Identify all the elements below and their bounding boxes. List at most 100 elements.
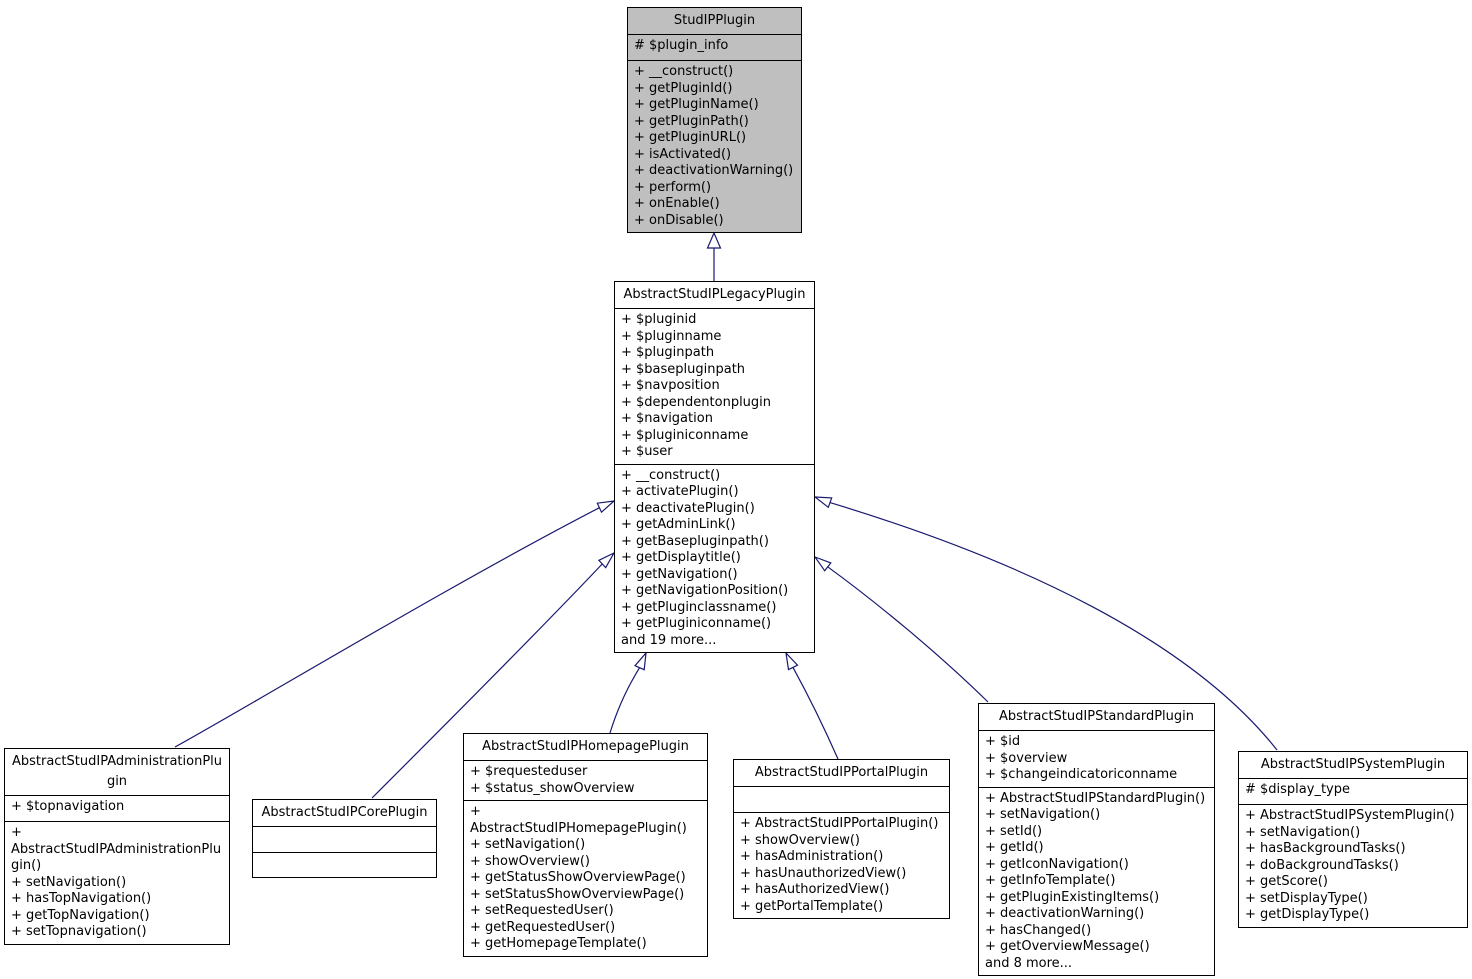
member-label: + AbstractStudIPPortalPlugin() (740, 816, 939, 831)
member-label: + setNavigation() (11, 874, 127, 890)
member-label: + $pluginid (621, 312, 697, 327)
class-box-abstractstudipsystemplugin[interactable]: AbstractStudIPSystemPlugin # $display_ty… (1238, 751, 1468, 928)
class-title-studipplugin[interactable]: StudIPPlugin (628, 8, 801, 35)
member-label: + getDisplaytitle() (621, 550, 741, 565)
member-label: + setDisplayType() (1245, 890, 1368, 906)
member-label: + setNavigation() (985, 807, 1101, 822)
class-methods-studipplugin: + __construct()+ getPluginId()+ getPlugi… (628, 60, 801, 232)
member-label: + deactivationWarning() (634, 163, 794, 178)
member-label: + __construct() (634, 64, 734, 79)
member-label: + getPluginclassname() (621, 599, 777, 615)
member-label: + getScore() (1245, 874, 1328, 889)
class-attributes-abstractstudipstandardplugin: + $id+ $overview+ $changeindicatoriconna… (979, 731, 1214, 787)
class-attributes-abstractstudipportalplugin (734, 787, 949, 812)
class-title-abstractstudipportalplugin[interactable]: AbstractStudIPPortalPlugin (734, 760, 949, 787)
class-title-abstractstudiplegacyplugin[interactable]: AbstractStudIPLegacyPlugin (615, 282, 814, 309)
inheritance-arrow-core-to-legacy (371, 551, 616, 799)
class-attributes-abstractstudiplegacyplugin: + $pluginid+ $pluginname+ $pluginpath+ $… (615, 309, 814, 464)
member-label: + getPluginURL() (634, 130, 747, 145)
member-label: + AbstractStudIPAdministrationPlugin() (11, 825, 222, 873)
member-label: + $changeindicatoriconname (985, 767, 1178, 782)
class-box-abstractstudiplegacyplugin[interactable]: AbstractStudIPLegacyPlugin + $pluginid+ … (614, 281, 815, 653)
member-label: + setStatusShowOverviewPage() (470, 886, 685, 902)
member-label: + $pluginpath (621, 345, 715, 360)
member-label: + getRequestedUser() (470, 919, 616, 935)
member-label: + $overview (985, 750, 1068, 766)
member-label: + $dependentonplugin (621, 394, 772, 410)
member-label: + getOverviewMessage() (985, 939, 1150, 954)
member-label: + __construct() (621, 467, 721, 483)
member-label: + getPluginName() (634, 97, 759, 112)
member-label: + AbstractStudIPStandardPlugin() (985, 790, 1206, 806)
member-label: + getDisplayType() (1245, 907, 1370, 922)
member-label: + getBasepluginpath() (621, 533, 769, 549)
class-title-abstractstudipcoreplugin[interactable]: AbstractStudIPCorePlugin (253, 800, 436, 827)
member-label: + $requesteduser (470, 764, 588, 779)
member-label: + setId() (985, 823, 1043, 839)
inheritance-arrow-portal-to-legacy (785, 651, 839, 760)
member-label: + $status_showOverview (470, 780, 635, 796)
class-box-abstractstudipstandardplugin[interactable]: AbstractStudIPStandardPlugin + $id+ $ove… (978, 703, 1215, 976)
inheritance-arrow-administration-to-legacy (174, 500, 616, 748)
member-label: + setNavigation() (470, 837, 586, 852)
member-label: + $pluginiconname (621, 427, 749, 443)
member-label: + $navposition (621, 378, 720, 393)
member-label: + $user (621, 444, 673, 459)
class-methods-abstractstudipcoreplugin (253, 852, 436, 877)
class-box-abstractstudipcoreplugin[interactable]: AbstractStudIPCorePlugin (252, 799, 437, 878)
member-label: # $display_type (1245, 782, 1350, 797)
member-label: + deactivatePlugin() (621, 500, 755, 516)
class-methods-abstractstudiphomepageplugin: + AbstractStudIPHomepagePlugin()+ setNav… (464, 800, 707, 956)
class-methods-abstractstudipstandardplugin: + AbstractStudIPStandardPlugin()+ setNav… (979, 786, 1214, 976)
class-box-studipplugin[interactable]: StudIPPlugin # $plugin_info + __construc… (627, 7, 802, 233)
class-box-abstractstudipportalplugin[interactable]: AbstractStudIPPortalPlugin + AbstractStu… (733, 759, 950, 919)
class-box-abstractstudiphomepageplugin[interactable]: AbstractStudIPHomepagePlugin + $requeste… (463, 733, 708, 957)
member-label: + setNavigation() (1245, 824, 1361, 840)
class-methods-abstractstudiplegacyplugin: + __construct()+ activatePlugin()+ deact… (615, 463, 814, 653)
member-label: + getPortalTemplate() (740, 898, 884, 914)
member-label: + getPluginPath() (634, 113, 749, 129)
class-title-abstractstudipsystemplugin[interactable]: AbstractStudIPSystemPlugin (1239, 752, 1467, 779)
member-label: + $navigation (621, 411, 713, 426)
class-box-abstractstudipadministrationplugin[interactable]: AbstractStudIPAdministrationPlugin + $to… (4, 748, 230, 945)
class-title-abstractstudipadministrationplugin[interactable]: AbstractStudIPAdministrationPlugin (5, 749, 229, 796)
member-label: + getIconNavigation() (985, 856, 1129, 872)
member-label: + setTopnavigation() (11, 924, 147, 939)
member-label: + showOverview() (470, 853, 590, 869)
member-label: + hasBackgroundTasks() (1245, 841, 1406, 856)
member-label: + doBackgroundTasks() (1245, 857, 1399, 873)
member-label: + isActivated() (634, 146, 732, 162)
member-label: + $pluginname (621, 328, 722, 344)
class-attributes-abstractstudipadministrationplugin: + $topnavigation (5, 796, 229, 821)
member-label: + getStatusShowOverviewPage() (470, 870, 686, 885)
class-attributes-abstractstudipcoreplugin (253, 827, 436, 852)
member-label: + $topnavigation (11, 799, 125, 814)
class-methods-abstractstudipadministrationplugin: + AbstractStudIPAdministrationPlugin()+ … (5, 821, 229, 944)
member-label: and 19 more... (621, 632, 717, 648)
member-label: + hasUnauthorizedView() (740, 865, 907, 881)
member-label: + deactivationWarning() (985, 906, 1145, 921)
member-label: + $basepluginpath (621, 361, 746, 377)
class-title-abstractstudipstandardplugin[interactable]: AbstractStudIPStandardPlugin (979, 704, 1214, 731)
inheritance-arrow-homepage-to-legacy (609, 651, 647, 734)
member-label: + hasChanged() (985, 922, 1092, 938)
member-label: + showOverview() (740, 832, 860, 848)
member-label: + getTopNavigation() (11, 907, 150, 923)
member-label: + AbstractStudIPSystemPlugin() (1245, 808, 1455, 823)
class-attributes-abstractstudipsystemplugin: # $display_type (1239, 779, 1467, 804)
member-label: + getHomepageTemplate() (470, 936, 647, 951)
member-label: + $id (985, 734, 1021, 749)
member-label: + onEnable() (634, 196, 720, 211)
member-label: + getInfoTemplate() (985, 873, 1116, 888)
class-methods-abstractstudipsystemplugin: + AbstractStudIPSystemPlugin()+ setNavig… (1239, 804, 1467, 927)
member-label: + getAdminLink() (621, 517, 736, 532)
member-label: + hasAdministration() (740, 849, 884, 864)
member-label: + getId() (985, 840, 1044, 855)
member-label: and 8 more... (985, 955, 1073, 971)
inheritance-arrow-system-to-legacy (813, 496, 1278, 751)
inheritance-arrow-legacy-to-studipplugin (706, 231, 722, 281)
member-label: + activatePlugin() (621, 484, 739, 499)
class-title-abstractstudiphomepageplugin[interactable]: AbstractStudIPHomepagePlugin (464, 734, 707, 761)
